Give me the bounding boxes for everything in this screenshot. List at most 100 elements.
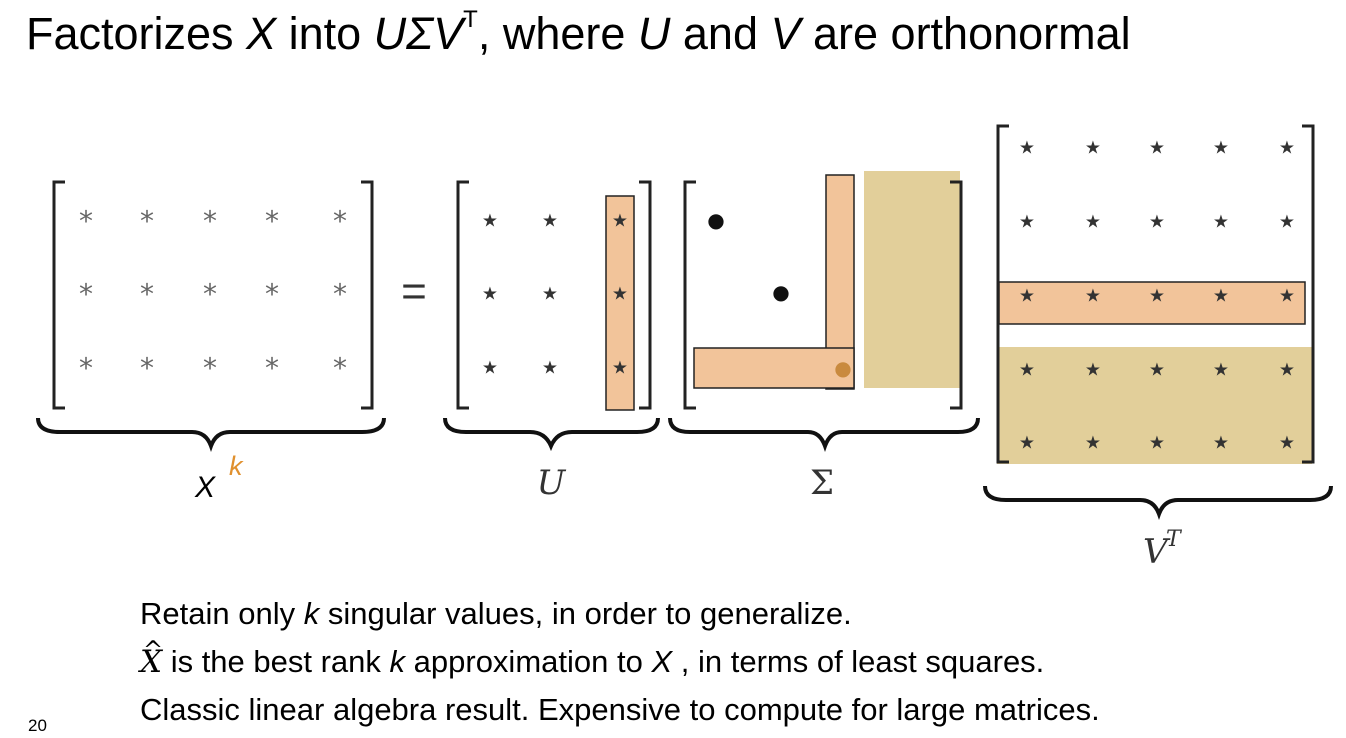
vt-entry-r1-c1: ★ — [1019, 138, 1035, 159]
label-sigma: Σ — [810, 463, 834, 503]
vt-matrix-entries: ★ ★ ★ ★ ★ ★ ★ ★ ★ ★ ★ ★ ★ ★ ★ ★ ★ ★ ★ ★ ★ ★ ★ ★ ★ — [1019, 138, 1295, 454]
u-entry-r1-c1: ★ — [482, 211, 498, 232]
u-entry-r2-c1: ★ — [482, 284, 498, 305]
vt-entry-r5-c2: ★ — [1085, 433, 1101, 454]
x-entry-r3-c4: * — [265, 352, 279, 385]
u-entry-r2-c2: ★ — [542, 284, 558, 305]
label-k: k — [229, 451, 244, 481]
vt-entry-r2-c4: ★ — [1213, 212, 1229, 233]
slide-title: Factorizes X into UΣVT, where U and V ar… — [26, 6, 1131, 59]
x-left-bracket — [52, 180, 65, 410]
sigma-singular-value-2: ● — [772, 280, 789, 304]
x-entry-r1-c2: * — [140, 205, 154, 238]
title-var-x: X — [246, 8, 277, 59]
x-entry-r3-c1: * — [79, 352, 93, 385]
sigma-left-bracket — [683, 180, 696, 410]
x-entry-r1-c5: * — [333, 205, 347, 238]
x-underbrace — [36, 417, 386, 452]
vt-entry-r4-c3: ★ — [1149, 360, 1165, 381]
u-entry-r1-c2: ★ — [542, 211, 558, 232]
x-entry-r2-c3: * — [203, 278, 217, 311]
note-line-1: Retain only k singular values, in order … — [140, 596, 852, 631]
note-line-2: ^X is the best rank k approximation to X… — [140, 636, 1045, 680]
x-entry-r2-c2: * — [140, 278, 154, 311]
u-highlight-column — [605, 195, 635, 411]
vt-underbrace — [983, 485, 1333, 520]
x-entry-r2-c1: * — [79, 278, 93, 311]
x-hat-symbol: ^X — [140, 636, 164, 680]
sigma-highlight — [693, 171, 960, 390]
label-v: V — [1143, 532, 1171, 572]
vt-entry-r4-c5: ★ — [1279, 360, 1295, 381]
vt-entry-r2-c5: ★ — [1279, 212, 1295, 233]
vt-highlight — [997, 281, 1312, 464]
vt-entry-r1-c4: ★ — [1213, 138, 1229, 159]
u-entry-r2-c3: ★ — [612, 284, 628, 305]
x-matrix-entries: * * * * * * * * * * * * * * * — [79, 205, 347, 385]
u-underbrace — [443, 417, 660, 452]
u-left-bracket — [456, 180, 469, 410]
vt-entry-r4-c2: ★ — [1085, 360, 1101, 381]
title-transpose-sup: T — [463, 6, 478, 33]
vt-entry-r2-c3: ★ — [1149, 212, 1165, 233]
sigma-right-bracket — [950, 180, 963, 410]
vt-entry-r5-c3: ★ — [1149, 433, 1165, 454]
x-entry-r3-c3: * — [203, 352, 217, 385]
u-entry-r3-c3: ★ — [612, 358, 628, 379]
u-matrix-entries: ★ ★ ★ ★ ★ ★ ★ ★ ★ — [482, 211, 628, 379]
u-entry-r3-c1: ★ — [482, 358, 498, 379]
vt-right-bracket — [1302, 124, 1315, 464]
vt-entry-r3-c3: ★ — [1149, 286, 1165, 307]
sigma-singular-value-1: ● — [707, 208, 724, 232]
x-entry-r3-c2: * — [140, 352, 154, 385]
vt-entry-r4-c4: ★ — [1213, 360, 1229, 381]
vt-highlight-row — [998, 281, 1306, 325]
vt-entry-r4-c1: ★ — [1019, 360, 1035, 381]
title-var-usv: UΣV — [373, 8, 464, 59]
svd-diagram: *************** = ★★★★★★★★★ ●●● ★★★★★★★★… — [36, 124, 1333, 572]
x-entry-r2-c4: * — [265, 278, 279, 311]
vt-entry-r1-c5: ★ — [1279, 138, 1295, 159]
equals-sign: = — [401, 267, 427, 316]
vt-entry-r2-c1: ★ — [1019, 212, 1035, 233]
label-u: U — [537, 463, 567, 503]
title-var-u: U — [637, 8, 671, 59]
vt-entry-r3-c1: ★ — [1019, 286, 1035, 307]
u-matrix-brackets — [456, 180, 652, 410]
u-right-bracket — [639, 180, 652, 410]
vt-entry-r5-c1: ★ — [1019, 433, 1035, 454]
note-line-3: Classic linear algebra result. Expensive… — [140, 692, 1100, 727]
x-entry-r1-c3: * — [203, 205, 217, 238]
vt-entry-r3-c5: ★ — [1279, 286, 1295, 307]
sigma-shaded-block — [864, 171, 960, 388]
vt-entry-r5-c4: ★ — [1213, 433, 1229, 454]
sigma-underbrace — [668, 417, 980, 452]
vt-entry-r3-c2: ★ — [1085, 286, 1101, 307]
u-entry-r1-c3: ★ — [612, 211, 628, 232]
x-entry-r1-c4: * — [265, 205, 279, 238]
notes: Retain only k singular values, in order … — [140, 590, 1100, 734]
vt-left-bracket — [996, 124, 1009, 464]
sigma-highlight-row — [693, 347, 855, 389]
underbraces — [36, 417, 1333, 520]
sigma-matrix-brackets — [683, 180, 963, 410]
sigma-singular-value-3: ● — [834, 356, 851, 380]
x-right-bracket — [361, 180, 374, 410]
sigma-matrix-entries: ● ● ● — [707, 208, 851, 380]
vt-entry-r2-c2: ★ — [1085, 212, 1101, 233]
vt-entry-r1-c3: ★ — [1149, 138, 1165, 159]
vt-entry-r3-c4: ★ — [1213, 286, 1229, 307]
label-x: X — [194, 471, 216, 504]
title-var-v: V — [770, 8, 801, 59]
x-matrix-brackets — [52, 180, 374, 410]
x-entry-r3-c5: * — [333, 352, 347, 385]
page-number: 20 — [28, 716, 47, 735]
vt-entry-r1-c2: ★ — [1085, 138, 1101, 159]
x-entry-r1-c1: * — [79, 205, 93, 238]
label-t: T — [1166, 527, 1183, 552]
x-entry-r2-c5: * — [333, 278, 347, 311]
vt-entry-r5-c5: ★ — [1279, 433, 1295, 454]
vt-matrix-brackets — [996, 124, 1315, 464]
u-entry-r3-c2: ★ — [542, 358, 558, 379]
vt-shaded-block — [997, 347, 1312, 464]
